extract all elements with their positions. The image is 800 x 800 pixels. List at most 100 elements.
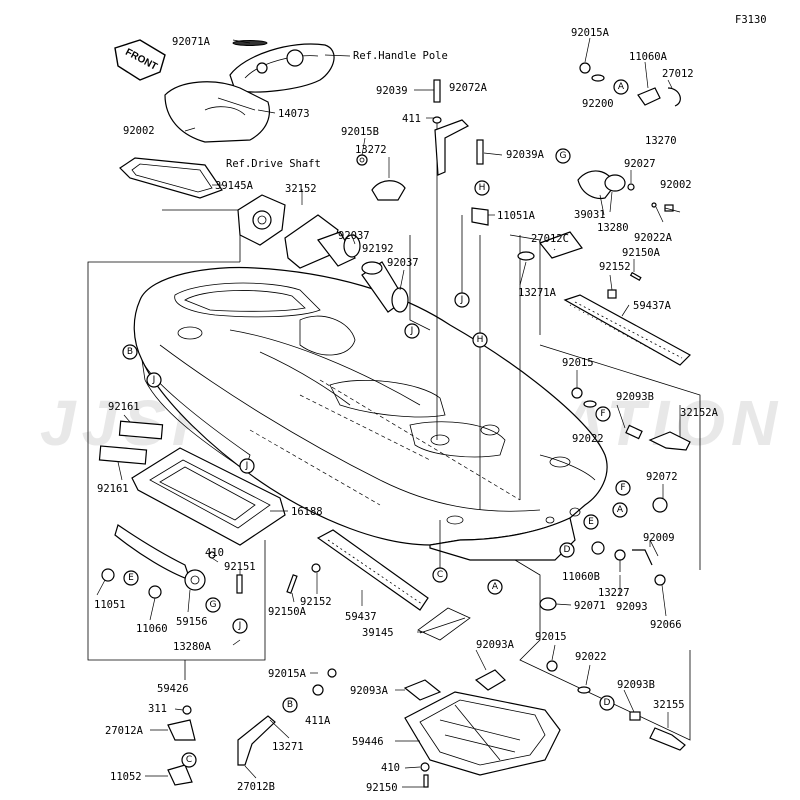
rub-rail-left xyxy=(286,529,429,611)
ride-plate-strap xyxy=(417,607,471,641)
part-label: 27012B xyxy=(237,781,275,793)
part-label: 92152 xyxy=(599,261,631,273)
part-label: 92093B xyxy=(616,391,654,403)
svg-text:J: J xyxy=(410,326,414,336)
callout-J: J xyxy=(454,292,470,308)
svg-text:E: E xyxy=(128,573,134,583)
callout-G: G xyxy=(555,148,571,164)
part-label: 11052 xyxy=(110,771,142,783)
svg-text:C: C xyxy=(437,570,443,580)
part-label: 92093A xyxy=(350,685,389,697)
callout-D: D xyxy=(559,542,575,558)
svg-text:G: G xyxy=(210,600,217,610)
svg-text:J: J xyxy=(460,295,464,305)
callout-C: C xyxy=(432,567,448,583)
front-arrow-icon: FRONT xyxy=(114,39,166,81)
part-label: 92039 xyxy=(376,85,408,97)
part-label: 92022A xyxy=(634,232,673,244)
svg-text:C: C xyxy=(186,755,192,765)
storage-tray xyxy=(131,447,286,546)
part-label: 13272 xyxy=(355,144,387,156)
svg-text:J: J xyxy=(245,461,249,471)
handle-pole-cover xyxy=(229,40,335,93)
svg-text:H: H xyxy=(477,335,484,345)
assembly-frame-lines xyxy=(87,120,701,741)
part-label: 92015 xyxy=(562,357,594,369)
part-label: 92200 xyxy=(582,98,614,110)
part-label: 92002 xyxy=(660,179,692,191)
part-label: 92066 xyxy=(650,619,682,631)
part-label: 92093 xyxy=(616,601,648,613)
part-label: 92151 xyxy=(224,561,256,573)
svg-text:A: A xyxy=(617,505,624,515)
callout-F: F xyxy=(595,406,611,422)
part-label: 13280 xyxy=(597,222,629,234)
svg-text:H: H xyxy=(479,183,486,193)
callout-markers: A G H J J H B J F J F A E D C A E G J B … xyxy=(122,79,631,768)
callout-J: J xyxy=(239,458,255,474)
part-label: 92022 xyxy=(575,651,607,663)
part-label: 13271 xyxy=(272,741,304,753)
part-label: 13271A xyxy=(518,287,557,299)
part-label: 411A xyxy=(305,715,331,727)
top-right-fasteners xyxy=(517,62,681,299)
part-label: 13280A xyxy=(173,641,212,653)
part-label: 11051A xyxy=(497,210,536,222)
svg-text:A: A xyxy=(492,582,499,592)
callout-J: J xyxy=(146,372,162,388)
part-label: 11060A xyxy=(629,51,668,63)
part-label: 11060B xyxy=(562,571,600,583)
part-label: 59437 xyxy=(345,611,377,623)
callout-E: E xyxy=(583,514,599,530)
callout-G: G xyxy=(205,597,221,613)
part-label: 92071 xyxy=(574,600,606,612)
part-label: 92022 xyxy=(572,433,604,445)
part-label: 92072 xyxy=(646,471,678,483)
part-label: 92093B xyxy=(617,679,655,691)
callout-A: A xyxy=(487,579,503,595)
part-label: 92039A xyxy=(506,149,545,161)
part-label: 16188 xyxy=(291,506,323,518)
part-label: 411 xyxy=(402,113,421,125)
part-label: 92072A xyxy=(449,82,488,94)
part-label: 410 xyxy=(381,762,400,774)
right-mid-fasteners xyxy=(539,387,691,611)
part-label: 27012C xyxy=(531,233,569,245)
part-label: 27012 xyxy=(662,68,694,80)
rub-rail-right xyxy=(563,294,691,366)
part-label: 410 xyxy=(205,547,224,559)
part-label: 92161 xyxy=(108,401,140,413)
svg-text:A: A xyxy=(618,82,625,92)
part-label: 39031 xyxy=(574,209,606,221)
svg-text:F: F xyxy=(620,483,625,493)
callout-B: B xyxy=(282,697,298,713)
part-label: 13270 xyxy=(645,135,677,147)
deck-brackets xyxy=(356,79,489,226)
part-label: 32155 xyxy=(653,699,685,711)
hull-body xyxy=(133,266,608,561)
leader-lines xyxy=(96,37,681,788)
svg-text:G: G xyxy=(560,151,567,161)
engine-hood xyxy=(164,81,271,143)
drive-shaft-belt xyxy=(119,157,223,199)
callout-A: A xyxy=(613,79,629,95)
callout-H: H xyxy=(474,180,490,196)
callout-C: C xyxy=(181,752,197,768)
part-label: 92037 xyxy=(338,230,370,242)
part-label: 32152 xyxy=(285,183,317,195)
part-number-labels: 92071A 14073 92002 39145A 32152 92037 92… xyxy=(94,27,719,794)
part-label: 14073 xyxy=(278,108,310,120)
callout-A: A xyxy=(612,502,628,518)
callout-J: J xyxy=(232,618,248,634)
part-label: 311 xyxy=(148,703,167,715)
ref-handle-pole: Ref.Handle Pole xyxy=(353,50,448,62)
part-label: 92071A xyxy=(172,36,211,48)
part-label: 39145A xyxy=(215,180,254,192)
part-label: 39145 xyxy=(362,627,394,639)
ref-drive-shaft: Ref.Drive Shaft xyxy=(226,158,321,170)
part-label: 92009 xyxy=(643,532,675,544)
part-label: 13227 xyxy=(598,587,630,599)
part-label: 92150A xyxy=(268,606,307,618)
bottom-left-brackets xyxy=(167,668,337,786)
callout-B: B xyxy=(122,344,138,360)
